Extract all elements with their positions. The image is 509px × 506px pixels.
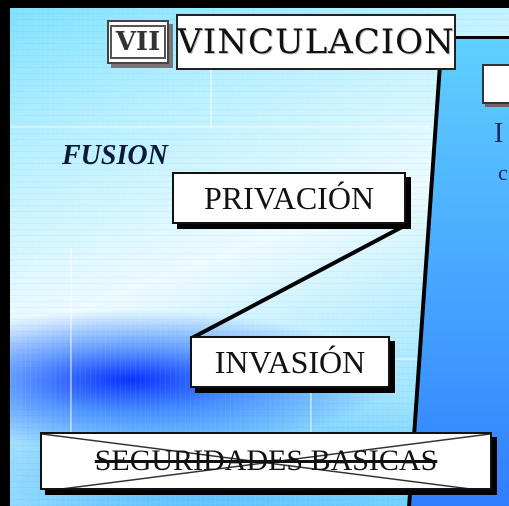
connector-line — [191, 224, 405, 340]
cross-out-mark — [42, 434, 490, 488]
node-invasion: INVASIÓN — [190, 336, 390, 388]
background-grid-line — [310, 388, 312, 448]
node-seguridades-label: SEGURIDADES BASICAS — [94, 444, 438, 477]
section-number-badge: VII — [107, 20, 169, 64]
node-privacion: PRIVACIÓN — [172, 172, 406, 224]
section-number: VII — [109, 25, 167, 59]
next-section-text: I — [494, 118, 504, 149]
background-grid-line — [10, 126, 430, 128]
next-section-number-box — [482, 64, 509, 104]
node-seguridades-basicas: SEGURIDADES BASICAS — [40, 432, 492, 490]
node-privacion-label: PRIVACIÓN — [203, 179, 375, 216]
background-grid-line — [70, 248, 72, 448]
fusion-label: FUSION — [62, 140, 168, 171]
node-invasion-label: INVASIÓN — [214, 343, 366, 380]
next-section-text-2: c — [498, 160, 508, 185]
section-title: VINCULACION — [176, 14, 456, 70]
background-grid-line — [210, 68, 212, 128]
